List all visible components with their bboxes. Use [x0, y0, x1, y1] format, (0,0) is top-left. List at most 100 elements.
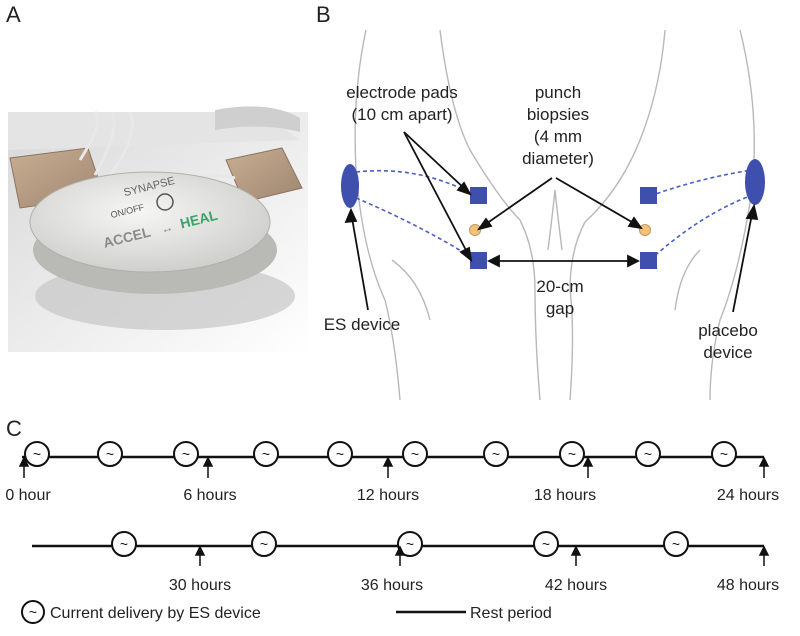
current-delivery-icon: [251, 531, 277, 557]
sine-wave-icon: ~: [568, 446, 576, 462]
biopsy-site-marker: [639, 224, 651, 236]
arrow-line: [351, 217, 369, 311]
arrow-line: [403, 131, 469, 255]
sine-glyphs-row-1: ~ ~ ~ ~ ~ ~ ~ ~ ~ ~: [33, 446, 728, 462]
tick-label: 12 hours: [357, 487, 419, 504]
arrow-head: [627, 216, 643, 230]
legend-current-icon: [21, 600, 45, 624]
lead: [649, 169, 753, 197]
device-top: [29, 171, 271, 273]
punch-biopsies-label: biopsies: [527, 105, 589, 124]
legend-current-label: Current delivery by ES device: [50, 605, 261, 622]
panel-label-c: C: [6, 416, 22, 441]
sine-wave-icon: ~: [182, 446, 190, 462]
left-thigh-inner: [439, 29, 521, 221]
photo-object: [215, 106, 300, 132]
tick-label: 36 hours: [361, 577, 423, 594]
sine-wave-icon: ~: [336, 446, 344, 462]
current-delivery-icon: [559, 441, 585, 467]
electrode-pad-marker: [640, 187, 657, 204]
tick-label: 48 hours: [717, 577, 779, 594]
tick-arrow-head: [582, 456, 594, 467]
current-delivery-icon: [111, 531, 137, 557]
tick-arrows-row-1: [18, 456, 770, 478]
device-leads: [355, 169, 753, 261]
placebo-device-marker: [745, 159, 765, 205]
sine-wave-icon: ~: [120, 536, 128, 552]
right-knee-line: [569, 221, 586, 401]
annotation-arrows: [344, 131, 759, 313]
current-delivery-icon: [173, 441, 199, 467]
arrow-head: [745, 203, 759, 221]
es-device-label: ES device: [324, 315, 401, 334]
device-photo: SYNAPSE ON/OFF ACCEL ↔ HEAL: [8, 106, 308, 352]
sine-glyphs-row-2: ~ ~ ~ ~ ~: [120, 536, 680, 552]
punch-biopsies-label: punch: [535, 83, 581, 102]
sine-wave-icon: ~: [106, 446, 114, 462]
current-delivery-icon: [97, 441, 123, 467]
tick-label: 0 hour: [5, 487, 51, 504]
electrode-pad-marker: [640, 252, 657, 269]
groin-line: [547, 189, 563, 251]
cable: [78, 110, 100, 161]
right-thigh-outer: [709, 29, 755, 401]
device-logo-glyph: ↔: [160, 220, 175, 236]
tick-arrow-head: [202, 456, 214, 467]
arrow-line: [403, 131, 467, 191]
tick-label: 6 hours: [183, 487, 236, 504]
sine-wave-icon: ~: [672, 536, 680, 552]
arrow-head: [627, 254, 641, 268]
punch-biopsies-label: (4 mm: [534, 127, 582, 146]
legend: ~ Current delivery by ES device Rest per…: [21, 600, 552, 624]
biopsy-site-marker: [469, 224, 481, 236]
current-delivery-icon: [24, 441, 50, 467]
gap-label: 20-cm: [536, 277, 583, 296]
arrow-line: [482, 177, 553, 227]
punch-biopsies-label: diameter): [522, 149, 594, 168]
current-delivery-icon: [397, 531, 423, 557]
current-delivery-row-1: [24, 441, 737, 467]
thigh-outlines: [354, 29, 755, 401]
lead: [355, 197, 477, 261]
gap-label: gap: [546, 299, 574, 318]
arrow-line: [732, 213, 753, 313]
current-delivery-row-2: [111, 531, 689, 557]
sine-wave-icon: ~: [542, 536, 550, 552]
sine-wave-icon: ~: [262, 446, 270, 462]
right-knee-detail: [674, 249, 701, 311]
tick-arrow-head: [758, 456, 770, 467]
sine-wave-icon: ~: [411, 446, 419, 462]
sine-wave-icon: ~: [406, 536, 414, 552]
panel-label-b: B: [316, 2, 331, 27]
placebo-device-label: placebo: [698, 321, 758, 340]
tick-label: 30 hours: [169, 577, 231, 594]
arrow-head: [344, 207, 358, 224]
arrow-line: [555, 177, 638, 226]
sine-wave-icon: ~: [33, 446, 41, 462]
left-thigh-outer: [354, 29, 401, 401]
placebo-device-label: device: [703, 343, 752, 362]
sine-wave-icon: ~: [260, 536, 268, 552]
cable: [93, 111, 116, 176]
current-delivery-icon: [663, 531, 689, 557]
left-knee-line: [519, 219, 541, 401]
electrode-pads-label: (10 cm apart): [351, 105, 452, 124]
tick-arrow-head: [570, 545, 582, 556]
tick-arrow-head: [382, 456, 394, 467]
current-delivery-icon: [253, 441, 279, 467]
tick-label: 42 hours: [545, 577, 607, 594]
arrow-head: [486, 254, 500, 268]
sine-wave-icon: ~: [29, 604, 37, 620]
tick-label: 18 hours: [534, 487, 596, 504]
tick-arrow-head: [194, 545, 206, 556]
current-delivery-icon: [635, 441, 661, 467]
es-device-marker: [341, 164, 359, 208]
sine-wave-icon: ~: [492, 446, 500, 462]
power-button-icon: [156, 193, 174, 211]
electrode-pads-label: electrode pads: [346, 83, 458, 102]
legend-rest-label: Rest period: [470, 605, 552, 622]
current-delivery-icon: [533, 531, 559, 557]
sine-wave-icon: ~: [720, 446, 728, 462]
current-delivery-icon: [327, 441, 353, 467]
right-thigh-inner: [584, 29, 666, 223]
